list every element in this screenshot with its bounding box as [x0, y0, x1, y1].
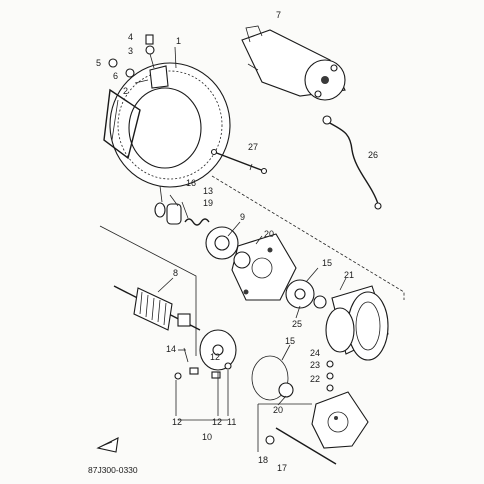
callout-20a: 20 [264, 229, 274, 239]
callout-5: 5 [96, 58, 101, 68]
callout-15b: 15 [285, 336, 295, 346]
callout-20b: 20 [273, 405, 283, 415]
callout-13: 13 [203, 186, 213, 196]
diagram-code: 87J300-0330 [88, 465, 138, 475]
starter-motor-assembly [241, 25, 346, 101]
callout-27: 27 [248, 142, 258, 152]
washer-set [285, 279, 327, 309]
fwd-arrow-icon [96, 437, 119, 453]
callout-12a: 12 [172, 417, 182, 427]
wire-clamp [210, 148, 268, 175]
clutch-group [154, 202, 239, 260]
callout-21: 21 [344, 270, 354, 280]
callout-10: 10 [202, 432, 212, 442]
ring-gear-housing [103, 62, 231, 188]
callout-7: 7 [276, 10, 281, 20]
bolt-set [108, 34, 155, 78]
callout-labels: 1 2 3 4 5 6 7 8 9 10 11 12 12 12 13 14 1… [96, 10, 378, 473]
callout-18: 18 [258, 455, 268, 465]
callout-12b: 12 [212, 417, 222, 427]
callout-19: 19 [203, 198, 213, 208]
callout-8: 8 [173, 268, 178, 278]
callout-11: 11 [227, 417, 236, 427]
callout-22: 22 [310, 374, 320, 384]
through-bolt [265, 427, 337, 465]
callout-14: 14 [166, 344, 176, 354]
callout-6: 6 [113, 71, 118, 81]
callout-25: 25 [292, 319, 302, 329]
rear-cover-group [251, 355, 369, 449]
front-cover [231, 233, 297, 301]
leader-lines [134, 46, 347, 452]
callout-24: 24 [310, 348, 320, 358]
callout-12c: 12 [210, 352, 220, 362]
callout-15a: 15 [322, 258, 332, 268]
callout-2: 2 [123, 86, 128, 96]
lead-wire [322, 115, 382, 210]
callout-16: 16 [186, 178, 196, 188]
callout-26: 26 [368, 150, 378, 160]
armature [113, 285, 201, 331]
callout-23: 23 [310, 360, 320, 370]
callout-3: 3 [128, 46, 133, 56]
callout-9: 9 [240, 212, 245, 222]
callout-4: 4 [128, 32, 133, 42]
callout-17: 17 [277, 463, 287, 473]
callout-1: 1 [176, 36, 181, 46]
brush-holder [174, 329, 237, 380]
yoke [325, 285, 389, 361]
